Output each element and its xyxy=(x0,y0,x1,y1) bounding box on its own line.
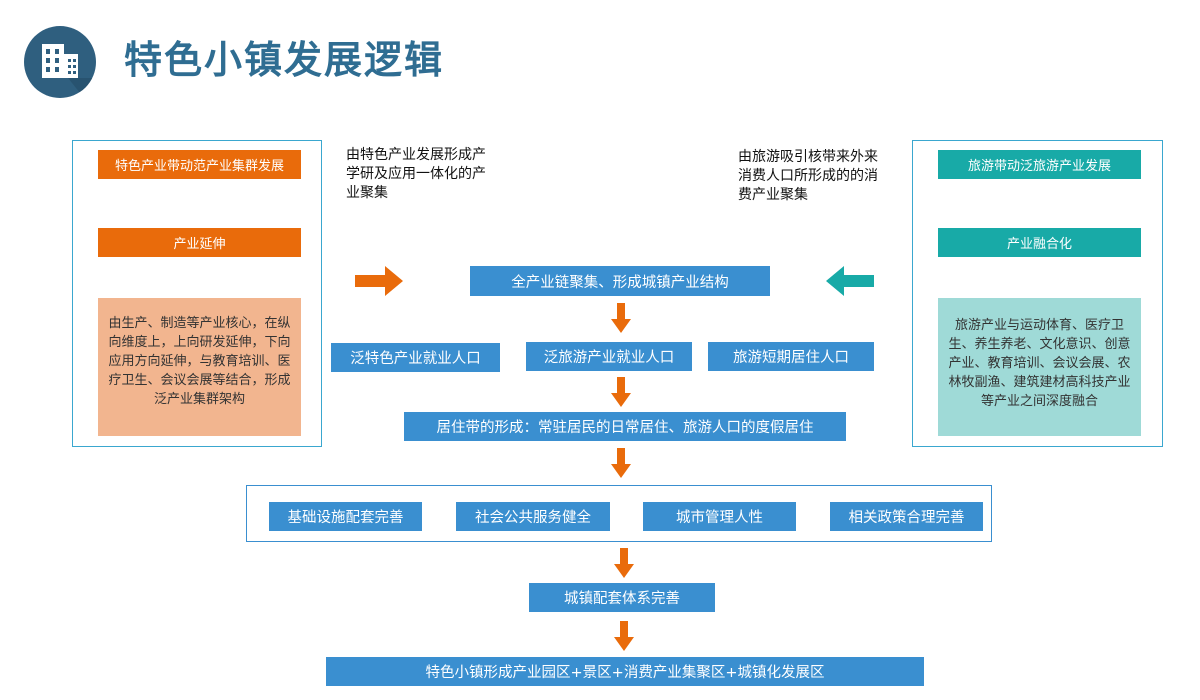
right-tag-tourism-development: 旅游带动泛旅游产业发展 xyxy=(938,150,1141,179)
left-note: 由特色产业发展形成产学研及应用一体化的产业聚集 xyxy=(346,147,486,201)
system-box: 城镇配套体系完善 xyxy=(529,583,715,612)
right-tag-industry-integration: 产业融合化 xyxy=(938,228,1141,257)
condition-city-management: 城市管理人性 xyxy=(643,502,796,531)
condition-policies: 相关政策合理完善 xyxy=(830,502,983,531)
building-logo xyxy=(24,26,96,98)
cluster-box: 全产业链聚集、形成城镇产业结构 xyxy=(470,266,770,296)
population-box-short-stay: 旅游短期居住人口 xyxy=(708,342,874,371)
right-description: 旅游产业与运动体育、医疗卫生、养生养老、文化意识、创意产业、教育培训、会议会展、… xyxy=(938,298,1141,436)
left-arrow-icon xyxy=(826,266,874,296)
result-box: 特色小镇形成产业园区+景区+消费产业集聚区+城镇化发展区 xyxy=(326,657,924,686)
right-note: 由旅游吸引核带来外来消费人口所形成的的消费产业聚集 xyxy=(738,149,878,203)
left-description: 由生产、制造等产业核心，在纵向维度上，上向研发延伸，下向应用方向延伸，与教育培训… xyxy=(98,298,301,436)
residence-box: 居住带的形成：常驻居民的日常居住、旅游人口的度假居住 xyxy=(404,412,846,441)
down-arrow-icon xyxy=(611,448,631,478)
page-title: 特色小镇发展逻辑 xyxy=(124,38,445,82)
down-arrow-icon xyxy=(614,621,634,651)
left-tag-industry-cluster: 特色产业带动范产业集群发展 xyxy=(98,150,301,179)
condition-public-services: 社会公共服务健全 xyxy=(456,502,610,531)
left-tag-industry-extension: 产业延伸 xyxy=(98,228,301,257)
down-arrow-icon xyxy=(611,377,631,407)
population-box-tourism-employment: 泛旅游产业就业人口 xyxy=(526,342,692,371)
down-arrow-icon xyxy=(611,303,631,333)
down-arrow-icon xyxy=(614,548,634,578)
building-icon xyxy=(42,44,96,98)
right-arrow-icon xyxy=(355,266,403,296)
condition-infrastructure: 基础设施配套完善 xyxy=(269,502,422,531)
population-box-industry-employment: 泛特色产业就业人口 xyxy=(331,343,500,372)
